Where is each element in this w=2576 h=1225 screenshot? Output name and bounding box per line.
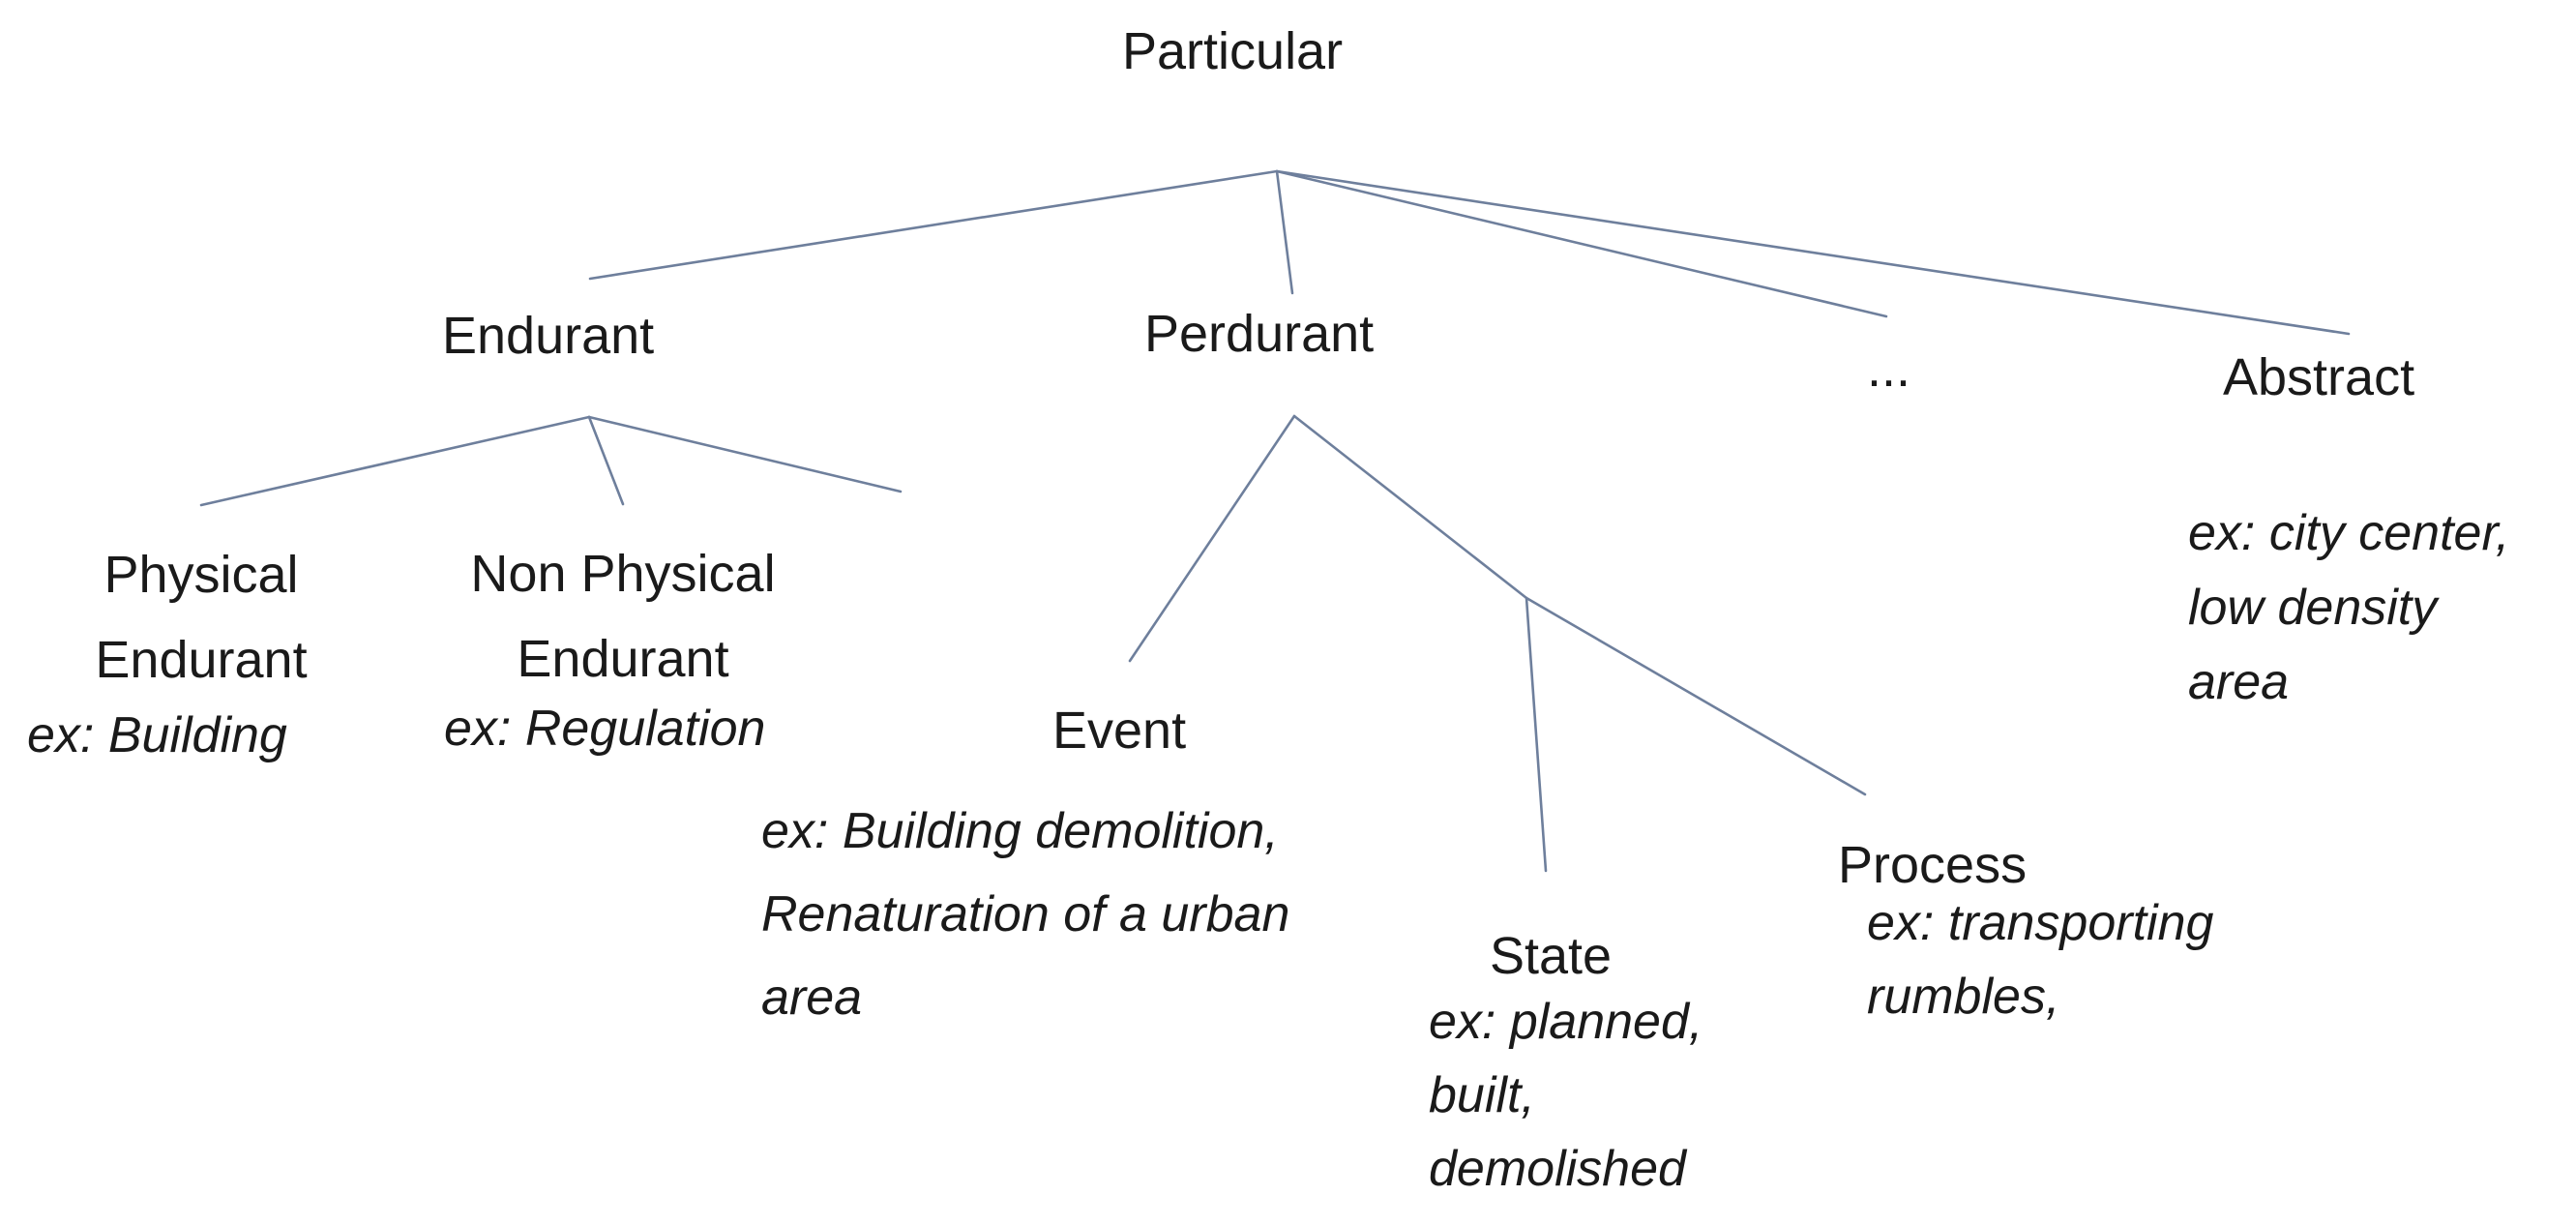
example-line: area <box>2188 654 2290 710</box>
node-state-label: State <box>1490 927 1613 985</box>
state-example-text: ex: planned, built, demolished <box>1429 985 1703 1206</box>
node-ellipsis-label: ... <box>1867 340 1911 398</box>
example-line: ex: Building demolition, <box>761 803 1279 859</box>
example-line: area <box>761 970 863 1026</box>
edge-particular-abstract <box>1275 169 2351 336</box>
label-line: Endurant <box>95 631 308 689</box>
edge-perdurant-event <box>1128 414 1296 663</box>
example-line: low density <box>2188 580 2438 636</box>
edge-particular-perdurant <box>1275 169 1294 295</box>
node-event-label: Event <box>1052 702 1187 760</box>
example-line: Renaturation of a urban <box>761 886 1290 942</box>
edge-endurant-physical <box>199 415 591 507</box>
node-physical-endurant-label: Physical Endurant <box>74 532 328 702</box>
label-line: Endurant <box>517 630 729 688</box>
node-endurant-label: Endurant <box>442 307 655 365</box>
example-line: demolished <box>1429 1141 1686 1197</box>
edge-perdurant-junction <box>1292 414 1528 600</box>
physical-endurant-example-text: ex: Building <box>27 707 287 763</box>
example-line: rumbles, <box>1867 969 2060 1025</box>
edge-endurant-nonphysical <box>587 415 625 506</box>
node-process-label: Process <box>1838 836 2028 894</box>
edge-junction-state <box>1525 596 1548 873</box>
process-example-text: ex: transporting rumbles, <box>1867 886 2213 1033</box>
abstract-example-text: ex: city center, low density area <box>2188 496 2509 720</box>
example-line: ex: planned, <box>1429 994 1703 1050</box>
edge-particular-ellipsis <box>1275 169 1888 318</box>
label-line: Physical <box>104 546 299 604</box>
node-abstract-label: Abstract <box>2223 348 2415 406</box>
node-non-physical-endurant-label: Non Physical Endurant <box>444 531 802 702</box>
example-line: ex: city center, <box>2188 505 2510 561</box>
non-physical-endurant-example-text: ex: Regulation <box>444 701 766 757</box>
edge-particular-endurant <box>588 169 1279 281</box>
node-particular-label: Particular <box>1122 22 1344 80</box>
edge-endurant-stub <box>587 415 903 493</box>
example-line: built, <box>1429 1067 1535 1123</box>
label-line: Non Physical <box>470 545 776 603</box>
edge-junction-process <box>1525 596 1867 796</box>
example-line: ex: transporting <box>1867 895 2214 951</box>
node-perdurant-label: Perdurant <box>1144 305 1375 363</box>
event-example-text: ex: Building demolition, Renaturation of… <box>761 790 1289 1039</box>
